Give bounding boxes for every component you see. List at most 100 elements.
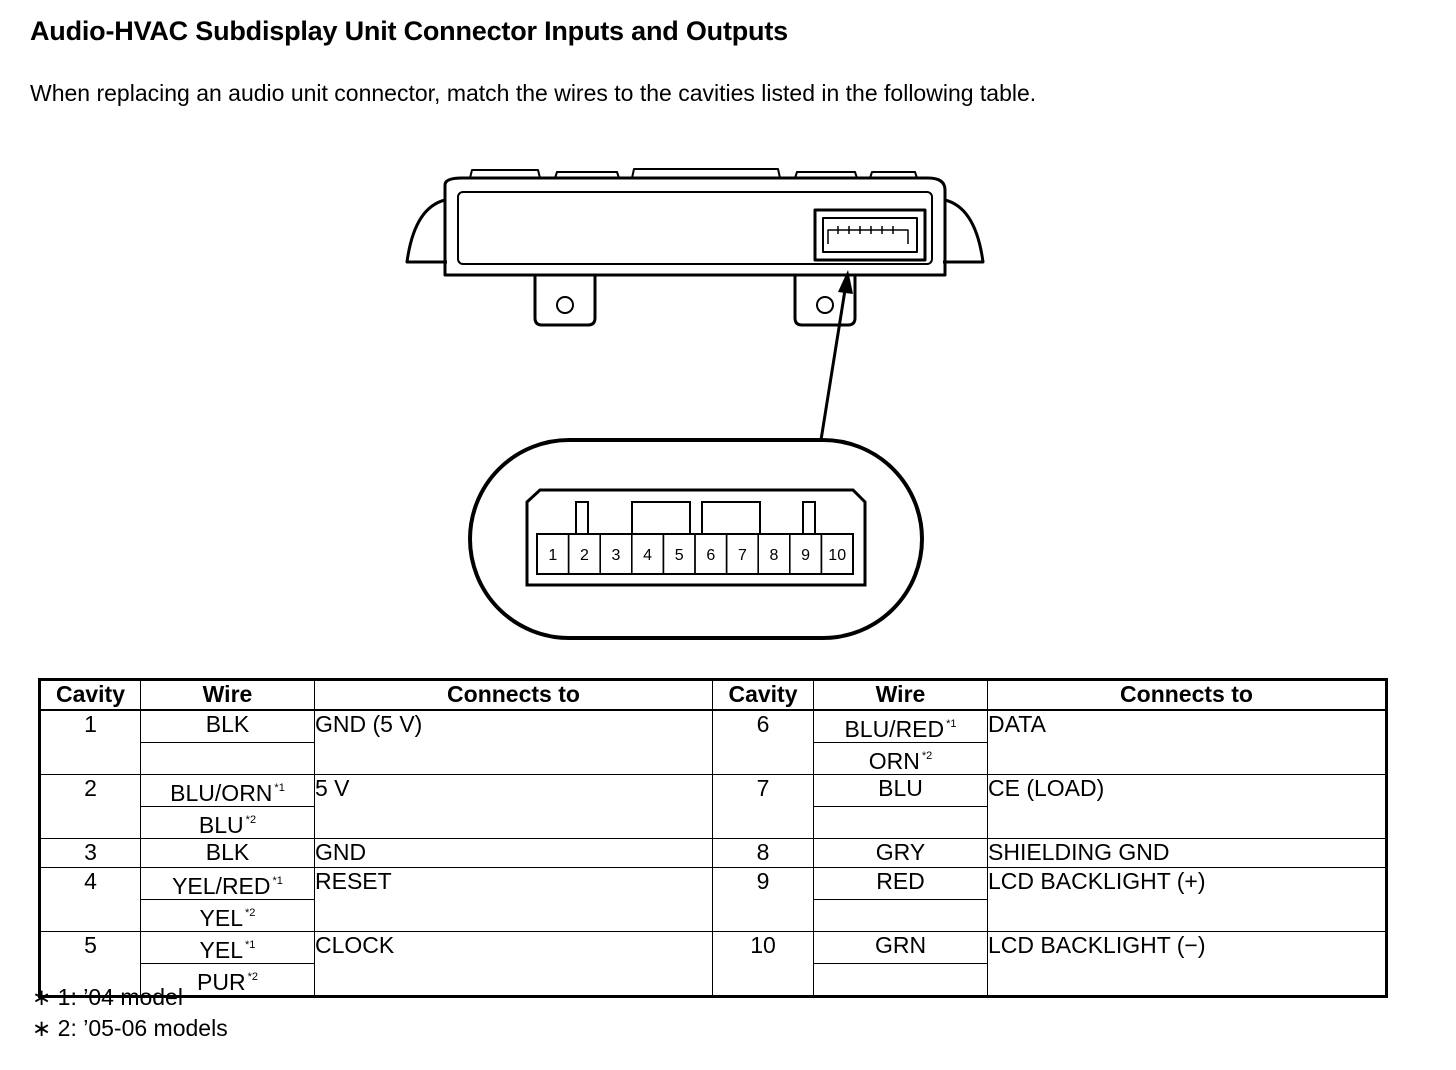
wire-cell: RED <box>813 867 988 900</box>
wire-cell: BLU/RED*1 <box>813 709 988 743</box>
cavity-cell: 7 <box>712 774 814 839</box>
pin-1: 1 <box>536 533 570 575</box>
pin-9: 9 <box>789 533 823 575</box>
connector-pins: 1 2 3 4 5 6 7 8 9 10 <box>536 533 854 575</box>
pin-3: 3 <box>599 533 633 575</box>
footnote-marker: *1 <box>946 718 957 730</box>
wire-cell <box>813 963 988 997</box>
cavity-cell: 4 <box>39 867 141 932</box>
connects-to-cell: SHIELDING GND <box>987 838 1387 868</box>
cavity-cell: 10 <box>712 931 814 997</box>
wire-cell: BLK <box>140 709 315 743</box>
header-connects-to: Connects to <box>987 679 1387 711</box>
wire-cell <box>140 742 315 775</box>
footnote-2: ∗ 2: ’05-06 models <box>32 1015 228 1041</box>
pin-5: 5 <box>662 533 696 575</box>
cavity-cell: 9 <box>712 867 814 932</box>
pin-label-7: 7 <box>738 547 747 564</box>
footnote-marker: *2 <box>921 750 933 762</box>
connector-diagram: 1 2 3 4 5 6 7 8 9 10 <box>405 168 985 640</box>
pin-label-6: 6 <box>706 547 715 564</box>
table-row: PUR*2 <box>40 963 1387 997</box>
header-wire: Wire <box>140 679 315 711</box>
subdisplay-unit-illustration <box>405 168 985 327</box>
connects-to-cell: GND (5 V) <box>314 709 713 775</box>
footnote-marker: *1 <box>272 875 283 887</box>
table-row: 2 BLU/ORN*1 5 V 7 BLU CE (LOAD) <box>39 774 1387 839</box>
wire-code: YEL <box>199 937 244 963</box>
wire-cell: GRN <box>813 931 988 964</box>
connector-zoom-bubble <box>468 438 924 640</box>
wire-code: GRN <box>874 932 927 958</box>
footnote-marker: *2 <box>245 814 257 826</box>
footnote-marker: *1 <box>274 782 285 794</box>
page-subtitle: When replacing an audio unit connector, … <box>30 80 1037 106</box>
wire-cell: ORN*2 <box>813 742 988 775</box>
pin-label-2: 2 <box>580 547 589 564</box>
table-row: BLU*2 <box>40 806 1387 839</box>
wire-code: RED <box>876 868 925 894</box>
wire-code: GRY <box>875 839 926 865</box>
footnotes: ∗ 1: ’04 model ∗ 2: ’05-06 models <box>32 982 228 1044</box>
wire-cell: PUR*2 <box>140 963 315 997</box>
wire-cell: YEL*1 <box>140 931 315 964</box>
page-title: Audio-HVAC Subdisplay Unit Connector Inp… <box>30 16 788 46</box>
wire-cell: YEL/RED*1 <box>140 867 315 900</box>
wire-cell: BLU*2 <box>140 806 315 839</box>
pin-7: 7 <box>725 533 759 575</box>
pin-10: 10 <box>820 533 854 575</box>
wire-code: YEL <box>199 905 244 931</box>
footnote-1: ∗ 1: ’04 model <box>32 984 183 1010</box>
pin-label-8: 8 <box>770 547 779 564</box>
wire-cell <box>813 899 988 932</box>
wire-code: BLU <box>878 775 923 801</box>
table-row: 5 YEL*1 CLOCK 10 GRN LCD BACKLIGHT (−) <box>39 931 1387 997</box>
wire-code: BLU <box>198 812 244 838</box>
cavity-cell: 1 <box>39 709 141 775</box>
wire-code: BLU/RED <box>844 716 945 742</box>
connects-to-cell: CE (LOAD) <box>987 774 1387 839</box>
footnote-marker: *2 <box>247 971 258 983</box>
table-row: ORN*2 <box>40 742 1387 775</box>
cavity-cell: 5 <box>39 931 141 997</box>
table-row: 1 BLK GND (5 V) 6 BLU/RED*1 DATA <box>39 709 1387 775</box>
footnote-marker: *1 <box>245 939 256 951</box>
connects-to-cell: CLOCK <box>314 931 713 997</box>
wire-code: BLK <box>205 839 250 865</box>
cavity-cell: 6 <box>712 709 814 775</box>
connects-to-cell: LCD BACKLIGHT (−) <box>987 931 1387 997</box>
pin-2: 2 <box>567 533 601 575</box>
wire-code: YEL/RED <box>172 873 271 899</box>
connects-to-cell: LCD BACKLIGHT (+) <box>987 867 1387 932</box>
wire-code: PUR <box>197 969 246 995</box>
connector-face <box>525 488 867 587</box>
cavity-cell: 8 <box>712 838 814 868</box>
connects-to-cell: DATA <box>987 709 1387 775</box>
pin-label-4: 4 <box>643 547 652 564</box>
wire-cell: YEL*2 <box>140 899 315 932</box>
wire-cell: GRY <box>813 838 988 868</box>
pin-label-9: 9 <box>801 547 810 564</box>
pin-label-5: 5 <box>675 547 684 564</box>
table-row: 3 BLK GND 8 GRY SHIELDING GND <box>39 838 1387 868</box>
pin-label-3: 3 <box>612 547 621 564</box>
pin-4: 4 <box>631 533 665 575</box>
connector-pinout-table: Cavity Wire Connects to Cavity Wire Conn… <box>38 678 1388 998</box>
footnote-marker: *2 <box>245 907 256 919</box>
pin-6: 6 <box>694 533 728 575</box>
cavity-cell: 2 <box>39 774 141 839</box>
wire-cell: BLK <box>140 838 315 868</box>
table-header-row: Cavity Wire Connects to Cavity Wire Conn… <box>39 679 1387 711</box>
leader-arrow <box>819 270 853 441</box>
wire-code: BLU/ORN <box>170 780 273 806</box>
wire-cell: BLU/ORN*1 <box>140 774 315 807</box>
table-row: 4 YEL/RED*1 RESET 9 RED LCD BACKLIGHT (+… <box>39 867 1387 932</box>
wire-code: ORN <box>868 748 920 774</box>
connects-to-cell: RESET <box>314 867 713 932</box>
header-wire: Wire <box>813 679 988 711</box>
header-connects-to: Connects to <box>314 679 713 711</box>
cavity-cell: 3 <box>39 838 141 868</box>
wire-code: BLK <box>205 711 250 737</box>
wire-cell <box>813 806 988 839</box>
pin-label-10: 10 <box>828 547 846 564</box>
